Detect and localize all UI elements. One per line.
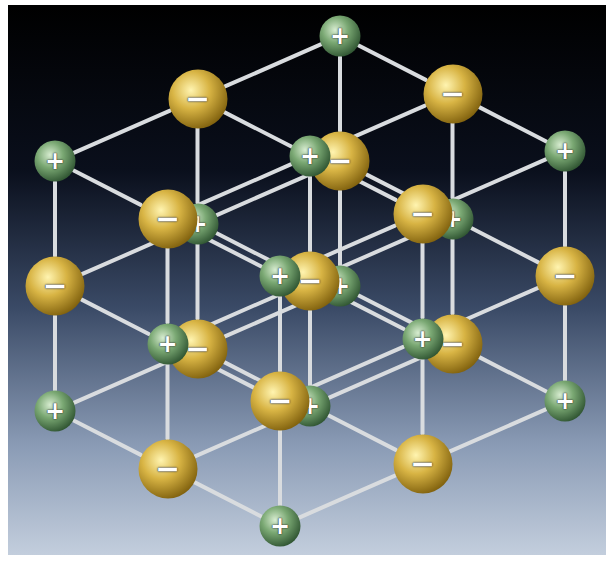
- anion-sphere: −: [393, 184, 453, 244]
- lattice-bond: [74, 421, 141, 455]
- lattice-bond: [196, 129, 200, 203]
- lattice-bond: [299, 476, 395, 518]
- anion-sphere: −: [168, 69, 228, 129]
- lattice-bond: [471, 228, 538, 262]
- cation-sphere: +: [259, 505, 301, 547]
- ion-charge: +: [544, 130, 586, 172]
- ion-charge: +: [544, 380, 586, 422]
- ion-charge: −: [25, 256, 85, 316]
- ion-charge: +: [34, 140, 76, 182]
- ion-charge: −: [393, 184, 453, 244]
- anion-sphere: −: [25, 256, 85, 316]
- cation-sphere: +: [34, 140, 76, 182]
- sphere-fill: [536, 247, 595, 306]
- lattice-bond: [451, 124, 455, 198]
- anion-sphere: −: [423, 64, 483, 124]
- lattice-bond: [82, 300, 149, 334]
- lattice-bond: [329, 356, 425, 398]
- sphere-fill: [251, 372, 310, 431]
- cation-sphere: +: [402, 318, 444, 360]
- lattice-bond: [329, 416, 396, 450]
- ion-charge: +: [259, 505, 301, 547]
- lattice-bond: [166, 249, 170, 323]
- ion-charge: +: [259, 255, 301, 297]
- lattice-bond: [308, 311, 312, 385]
- cation-sphere: +: [544, 380, 586, 422]
- lattice-bond: [195, 164, 291, 206]
- anion-sphere: −: [138, 439, 198, 499]
- lattice-bond: [225, 44, 321, 86]
- ion-charge: −: [423, 64, 483, 124]
- sphere-fill: [35, 141, 76, 182]
- sphere-fill: [402, 318, 443, 359]
- lattice-bond: [278, 431, 282, 505]
- lattice-bond: [74, 361, 170, 403]
- lattice-bond: [53, 316, 57, 390]
- lattice-bond: [450, 159, 546, 201]
- cation-sphere: +: [544, 130, 586, 172]
- ion-charge: +: [147, 323, 189, 365]
- sphere-fill: [545, 381, 586, 422]
- cation-sphere: +: [259, 255, 301, 297]
- ion-charge: +: [319, 15, 361, 57]
- sphere-fill: [26, 257, 85, 316]
- sphere-fill: [138, 189, 197, 248]
- sphere-fill: [147, 323, 188, 364]
- sphere-fill: [393, 434, 452, 493]
- ion-charge: −: [250, 371, 310, 431]
- anion-sphere: −: [250, 371, 310, 431]
- anion-sphere: −: [393, 434, 453, 494]
- sphere-fill: [423, 64, 482, 123]
- lattice-bond: [479, 107, 546, 141]
- lattice-bond: [166, 365, 170, 439]
- sphere-fill: [545, 131, 586, 172]
- lattice-bond: [53, 182, 57, 256]
- ion-charge: −: [393, 434, 453, 494]
- cation-sphere: +: [34, 390, 76, 432]
- ion-charge: −: [168, 69, 228, 129]
- lattice-bond: [278, 297, 282, 371]
- ion-charge: −: [138, 439, 198, 499]
- lattice-bond: [217, 173, 313, 215]
- lattice-bond: [338, 191, 342, 265]
- lattice-bond: [451, 240, 455, 314]
- ion-charge: +: [402, 318, 444, 360]
- ion-charge: −: [138, 189, 198, 249]
- lattice-bond: [74, 171, 141, 205]
- cation-sphere: +: [289, 135, 331, 177]
- sphere-fill: [260, 256, 301, 297]
- anion-sphere: −: [138, 189, 198, 249]
- lattice-bond: [308, 177, 312, 251]
- lattice-bond: [74, 111, 170, 153]
- backdrop: [8, 5, 606, 555]
- cation-sphere: +: [319, 15, 361, 57]
- lattice-bond: [307, 347, 403, 389]
- cation-sphere: +: [147, 323, 189, 365]
- lattice-bond: [196, 245, 200, 319]
- sphere-fill: [35, 391, 76, 432]
- sphere-fill: [260, 506, 301, 547]
- lattice-bond: [421, 360, 425, 434]
- lattice-bond: [479, 357, 546, 391]
- sphere-fill: [290, 136, 331, 177]
- lattice-bond: [421, 244, 425, 318]
- sphere-fill: [320, 16, 361, 57]
- lattice-bond: [224, 112, 291, 146]
- sphere-fill: [138, 439, 197, 498]
- lattice-bond: [338, 57, 342, 131]
- anion-sphere: −: [535, 246, 595, 306]
- lattice-bond: [563, 172, 567, 246]
- lattice-bond: [359, 46, 426, 80]
- ion-charge: +: [289, 135, 331, 177]
- lattice-bond: [194, 482, 261, 516]
- lattice-bond: [563, 306, 567, 380]
- ion-charge: −: [535, 246, 595, 306]
- ion-charge: +: [34, 390, 76, 432]
- lattice-bond: [450, 409, 546, 451]
- sphere-fill: [168, 69, 227, 128]
- sphere-fill: [393, 184, 452, 243]
